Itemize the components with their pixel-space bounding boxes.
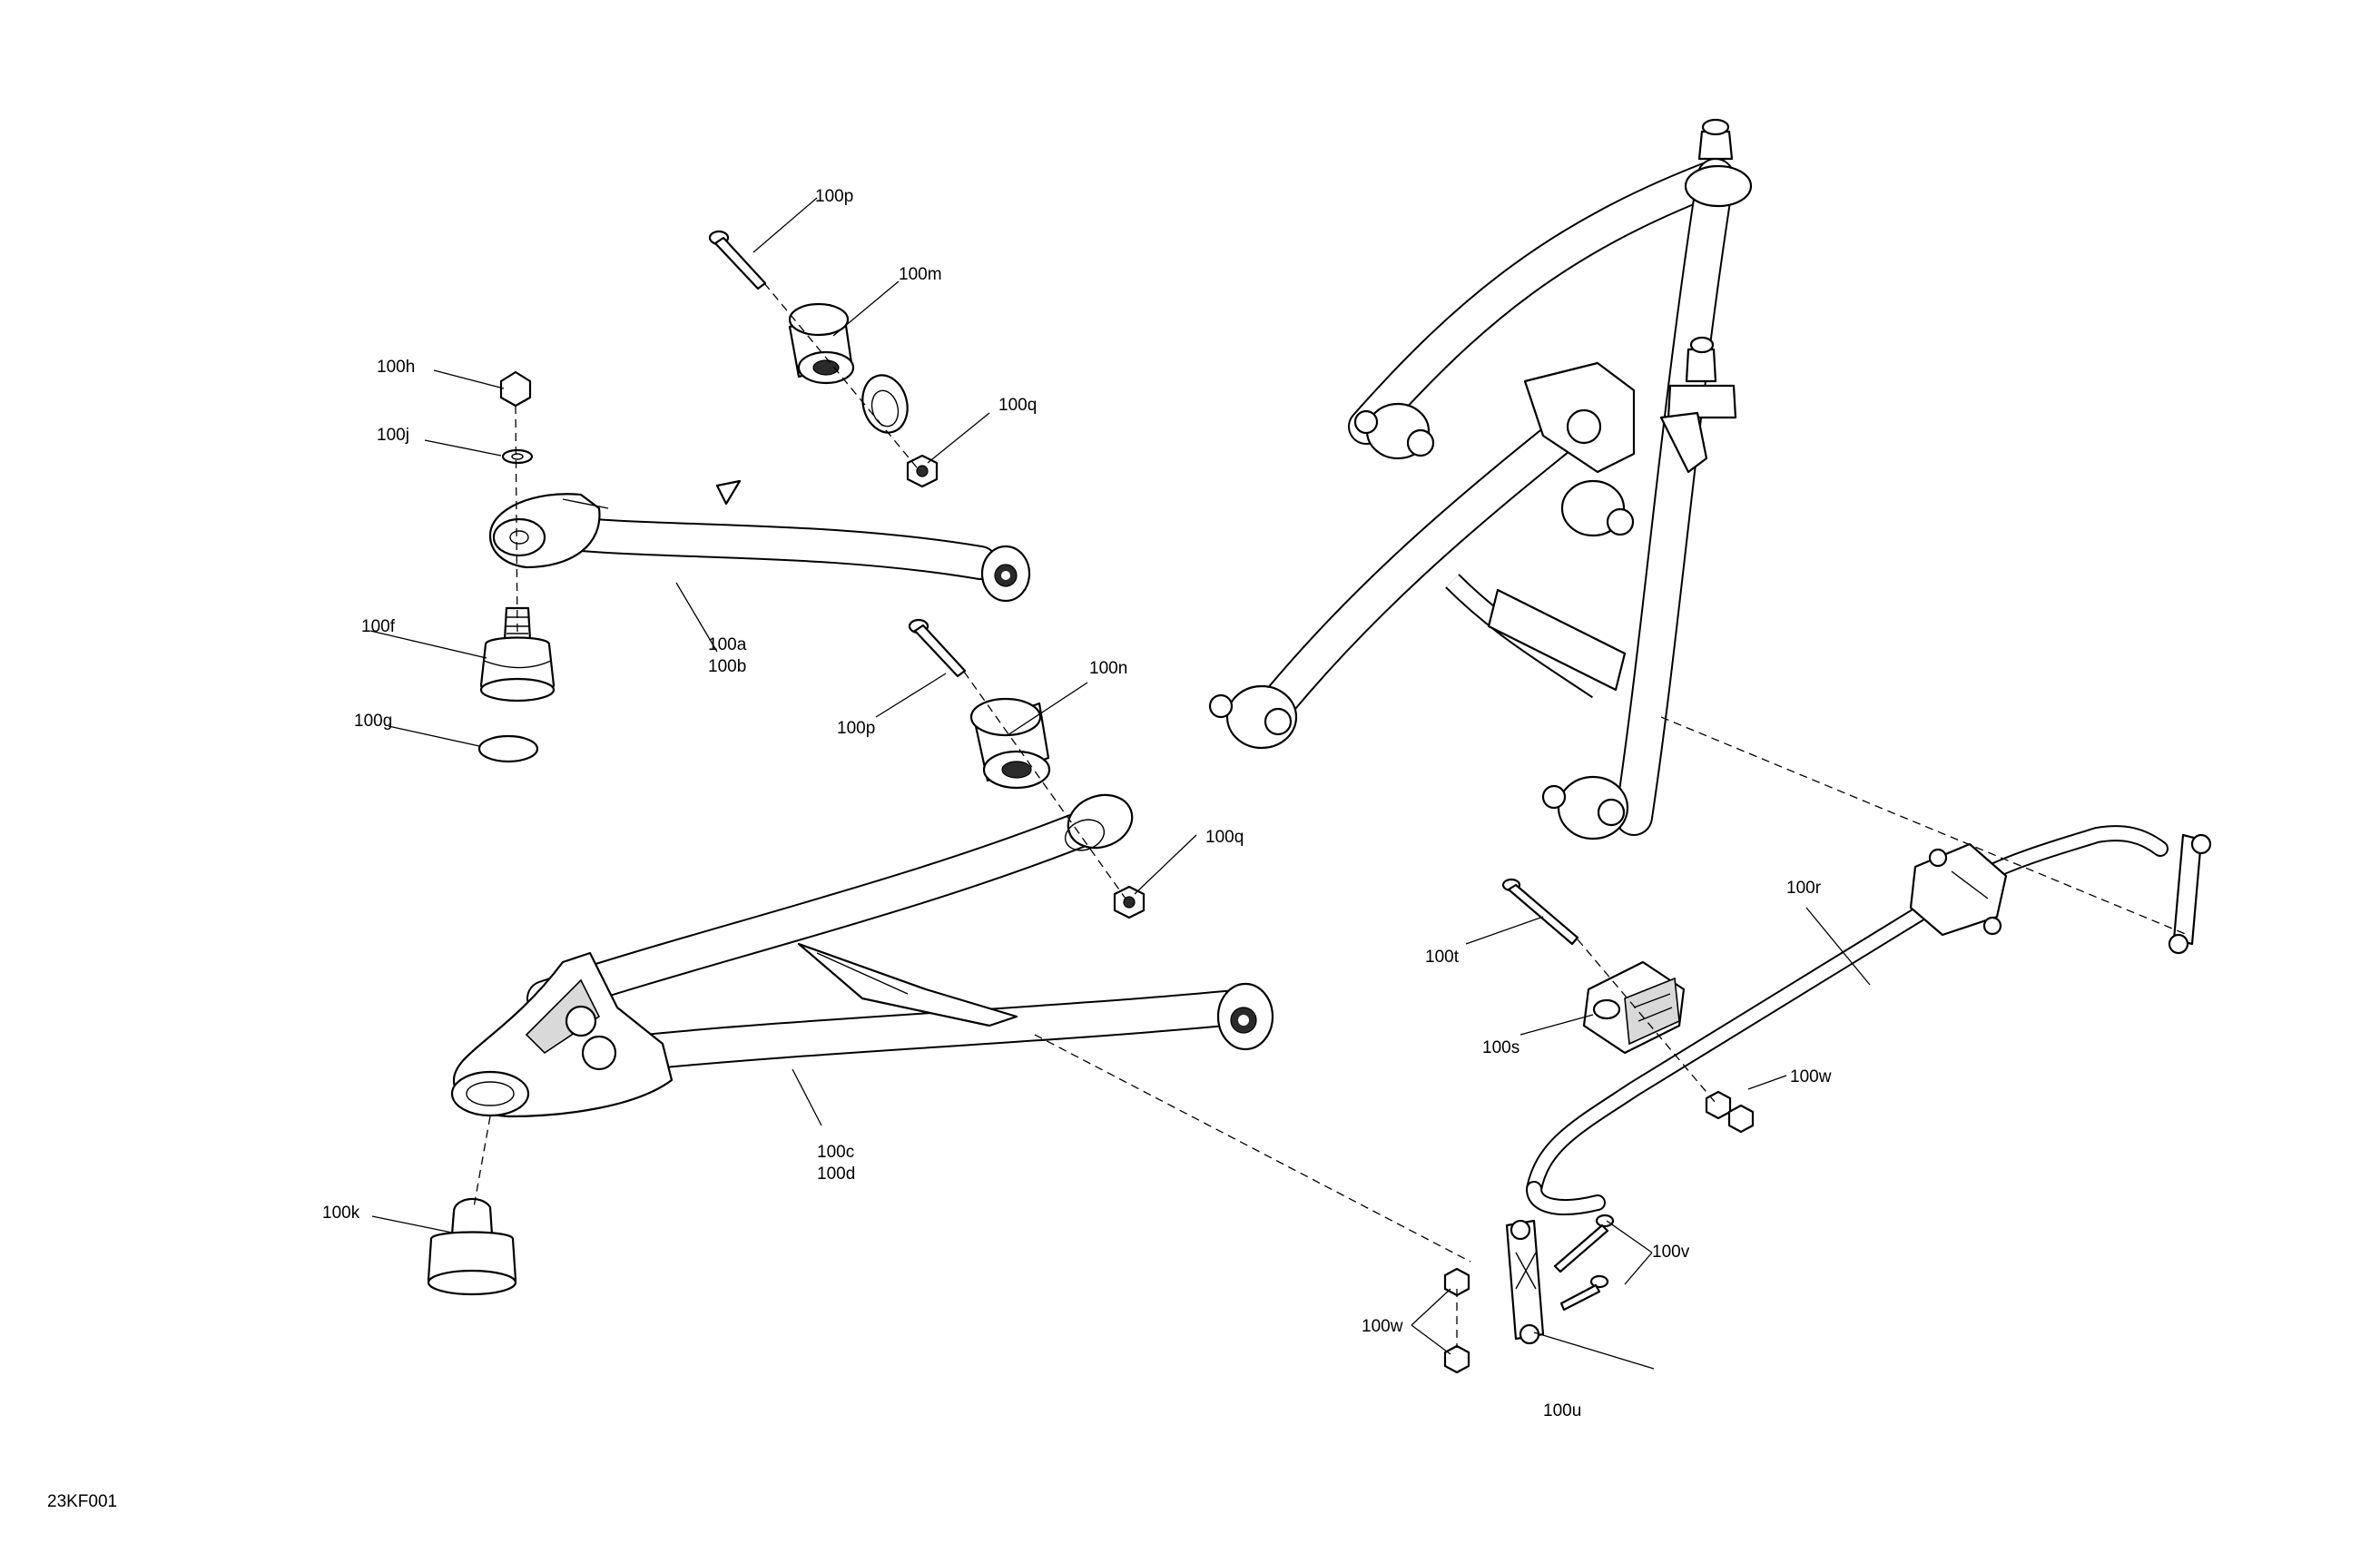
- callout-100s: 100s: [1482, 1038, 1519, 1057]
- callout-100r: 100r: [1786, 879, 1822, 898]
- callout-100n: 100n: [1089, 659, 1127, 678]
- callout-100p-upper: 100p: [815, 187, 853, 206]
- callout-100w-left: 100w: [1362, 1317, 1403, 1336]
- bushing-lower-rear: [969, 697, 1051, 790]
- ball-joint-lower: [427, 1197, 517, 1296]
- figure-code: 23KF001: [47, 1492, 117, 1511]
- nut-upper: [906, 454, 939, 488]
- callout-100b: 100b: [708, 657, 746, 676]
- nut-lower: [1113, 885, 1146, 919]
- callout-100t: 100t: [1425, 948, 1460, 967]
- callout-100q-lower: 100q: [1205, 828, 1244, 847]
- callout-100m: 100m: [899, 265, 942, 284]
- nut-ball-joint: [499, 370, 532, 408]
- callout-100w-right: 100w: [1790, 1067, 1832, 1086]
- callout-100j: 100j: [377, 426, 409, 445]
- bolt-upper: [708, 230, 767, 290]
- leader-lines: [369, 197, 1871, 1370]
- callout-100h: 100h: [377, 358, 415, 377]
- callout-100q-upper: 100q: [998, 396, 1037, 415]
- callout-100c: 100c: [817, 1143, 854, 1162]
- sway-bar-assembly: [1443, 825, 2212, 1374]
- callout-100k: 100k: [322, 1204, 360, 1223]
- ball-joint-upper: [479, 606, 556, 703]
- bushing-upper-rear: [788, 302, 855, 385]
- callout-100g: 100g: [354, 712, 392, 731]
- bolt-lower: [908, 618, 967, 678]
- lower-a-arm: [450, 793, 1274, 1118]
- callout-100v: 100v: [1652, 1243, 1690, 1262]
- assembled-arms: [1208, 118, 1753, 840]
- callout-100p-lower: 100p: [837, 719, 875, 738]
- circlip: [477, 734, 539, 763]
- upper-a-arm: [488, 374, 1031, 603]
- alignment-lines: [473, 282, 2188, 1348]
- washer-ball-joint: [501, 448, 534, 465]
- callout-100d: 100d: [817, 1165, 855, 1184]
- callout-100a: 100a: [708, 635, 747, 654]
- callout-labels: 100p 100m 100q 100h 100j 100a 100b 100f …: [322, 187, 1832, 1420]
- callout-100u: 100u: [1543, 1401, 1581, 1420]
- callout-100f: 100f: [361, 617, 396, 636]
